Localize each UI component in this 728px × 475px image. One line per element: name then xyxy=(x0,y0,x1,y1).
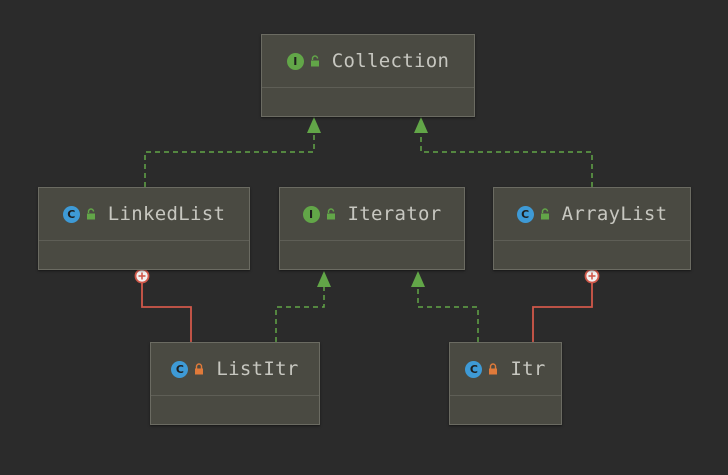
public-lock-icon xyxy=(310,55,319,67)
class-icon: C xyxy=(62,205,80,223)
public-lock-icon xyxy=(540,208,549,220)
node-iterator[interactable]: I Iterator xyxy=(279,187,465,270)
node-title: Iterator xyxy=(347,203,442,225)
node-linkedlist[interactable]: C LinkedList xyxy=(38,187,250,270)
public-lock-icon xyxy=(86,208,95,220)
inner-class-marker-icon xyxy=(584,268,600,284)
inner-class-marker-icon xyxy=(134,268,150,284)
node-title: ArrayList xyxy=(561,203,668,225)
private-lock-icon xyxy=(489,363,498,375)
edge-listitr-inner-of-linkedlist xyxy=(141,283,192,342)
class-icon: C xyxy=(171,360,189,378)
node-itr[interactable]: C Itr xyxy=(449,342,562,425)
node-title: Itr xyxy=(510,358,546,380)
edge-linkedlist-implements-collection xyxy=(144,133,315,187)
node-collection[interactable]: I Collection xyxy=(261,34,475,117)
arrowhead-implements xyxy=(317,271,331,287)
node-title: Collection xyxy=(331,50,450,72)
node-arraylist[interactable]: C ArrayList xyxy=(493,187,691,270)
private-lock-icon xyxy=(195,363,204,375)
public-lock-icon xyxy=(326,208,335,220)
class-icon: C xyxy=(465,360,483,378)
arrowhead-implements xyxy=(414,117,428,133)
node-title: ListItr xyxy=(216,358,299,380)
interface-icon: I xyxy=(302,205,320,223)
arrowhead-implements xyxy=(307,117,321,133)
edge-arraylist-implements-collection xyxy=(420,133,593,187)
edge-itr-implements-iterator xyxy=(417,287,479,342)
edge-itr-inner-of-arraylist xyxy=(532,283,593,342)
class-icon: C xyxy=(516,205,534,223)
node-title: LinkedList xyxy=(107,203,226,225)
arrowhead-implements xyxy=(411,271,425,287)
node-listitr[interactable]: C ListItr xyxy=(150,342,320,425)
edge-listitr-implements-iterator xyxy=(275,287,325,342)
interface-icon: I xyxy=(286,52,304,70)
